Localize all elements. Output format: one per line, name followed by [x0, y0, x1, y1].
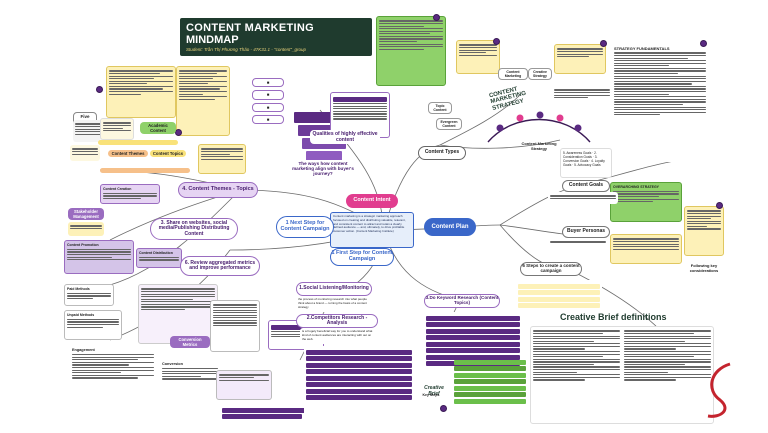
- strategy-arc-svg: [487, 111, 591, 143]
- pin-icon: [440, 405, 447, 412]
- conversion-box: Conversion: [160, 360, 220, 400]
- creative-strategy-node[interactable]: Creative Strategy: [528, 68, 552, 80]
- qualities-node[interactable]: Qualities of highly effective content: [310, 130, 380, 144]
- next-step-node[interactable]: 1 Next Step for Content Campaign: [276, 216, 334, 238]
- bottom-purple-bars: [220, 404, 320, 422]
- metrics-table: [210, 300, 260, 352]
- academic-content-label: Academic Content: [140, 122, 176, 134]
- buyer-personas-desc: [548, 238, 608, 246]
- ideas-note: [100, 118, 134, 140]
- pin-icon: [600, 40, 607, 47]
- creative-brief-label: Creative Brief: [424, 385, 444, 397]
- metrics-chart: [216, 370, 272, 400]
- content-goals-desc: [548, 192, 618, 204]
- sub-goals-list: 5. Awareness Goals · 2. Consideration Go…: [560, 148, 612, 178]
- social-listening-node[interactable]: 1.Social Listening/Monitoring: [296, 282, 372, 296]
- key-steps-label: Key Steps: [422, 393, 440, 397]
- pin-icon: [433, 14, 440, 21]
- content-distribution-title: Content Distribution: [139, 251, 173, 255]
- overarching-title: OVERARCHING STRATEGY: [613, 185, 660, 189]
- five-ws-list: [73, 120, 103, 142]
- page-title-line2: MINDMAP: [186, 34, 239, 46]
- themes-yellow-bar: [98, 140, 178, 145]
- content-creation-title: Content Creation: [103, 187, 132, 191]
- first-step-node[interactable]: 1 First Step for Content Campaign: [330, 248, 394, 266]
- strategy-fundamentals-title: STRATEGY FUNDAMENTALS: [614, 46, 670, 51]
- pin-icon: [175, 129, 182, 136]
- pin-icon: [700, 40, 707, 47]
- paid-methods-title: Paid Methods: [67, 287, 90, 291]
- content-plan-node[interactable]: Content Plan: [424, 218, 476, 236]
- strategy-sub-node[interactable]: Content Marketing Strategy: [521, 141, 557, 151]
- header-banner: CONTENT MARKETING MINDMAP Student: Trần …: [180, 18, 372, 56]
- pin-icon: [493, 38, 500, 45]
- themes-orange-bar: [100, 168, 190, 173]
- engagement-title: Engagement: [72, 348, 95, 352]
- evergreen-node[interactable]: Evergreen Content: [436, 118, 462, 130]
- six-steps-node[interactable]: 6 Steps to create a content campaign: [520, 262, 582, 276]
- content-types-node[interactable]: Content Types: [418, 146, 466, 160]
- topic-note: [176, 66, 230, 136]
- content-marketing-node[interactable]: Content Marketing: [498, 68, 528, 80]
- pin-icon: [96, 86, 103, 93]
- left-small-note: [70, 145, 100, 161]
- imaginary-characters-note: [684, 206, 724, 256]
- paid-methods-box: Paid Methods: [64, 284, 114, 306]
- overarching-panel: OVERARCHING STRATEGY: [610, 182, 682, 222]
- strategy-arc: [484, 108, 594, 148]
- creative-brief-definitions-title: Creative Brief definitions: [560, 312, 667, 322]
- content-promotion-box: Content Promotion: [64, 240, 134, 274]
- share-distribute-node[interactable]: 3. Share on websites, social media/Publi…: [150, 218, 238, 240]
- content-promotion-title: Content Promotion: [67, 243, 99, 247]
- topic-content-node[interactable]: Topic Content: [428, 102, 452, 114]
- buyer-journey-node[interactable]: The ways how content marketing align wit…: [288, 160, 358, 177]
- engagement-box: Engagement: [70, 346, 156, 406]
- strategy-fundamentals-panel: STRATEGY FUNDAMENTALS: [612, 44, 708, 162]
- ribbon-svg: [707, 362, 731, 418]
- themes-notes: [198, 144, 246, 174]
- content-goals-node[interactable]: Content Goals: [562, 180, 610, 192]
- creative-process-note: [106, 66, 176, 118]
- following-key-node[interactable]: Following key considerations: [689, 263, 719, 273]
- set-messaging-note: [554, 44, 606, 74]
- six-steps-list: [516, 280, 602, 310]
- keyword-research-node[interactable]: 3.Do Keyword Research (Content Topics): [424, 294, 500, 308]
- content-intent-node[interactable]: Content Intent: [346, 194, 398, 208]
- conversion-area: [138, 284, 218, 344]
- red-ribbon-decoration: [700, 360, 740, 420]
- social-listening-desc: the process of monitoring research into …: [296, 296, 374, 312]
- content-themes-topics-node[interactable]: 4. Content Themes - Topics: [178, 182, 258, 198]
- buyer-personas-node[interactable]: Buyer Personas: [562, 226, 610, 238]
- content-distribution-box: Content Distribution: [136, 248, 182, 268]
- student-credit: Student: Trần Thị Phương Thảo - 47K31.1 …: [186, 47, 307, 52]
- creative-brief-steps: [452, 356, 528, 416]
- page-title: CONTENT MARKETING: [186, 22, 314, 34]
- what-content-box: [456, 40, 500, 74]
- content-types-mini: ■ ■ ■ ■: [250, 76, 286, 136]
- content-themes-label: Content Themes: [108, 150, 148, 157]
- definition-box: Content marketing is a strategic marketi…: [330, 212, 414, 248]
- stakeholder-label: Stakeholder Management: [68, 208, 104, 220]
- creative-brief-definitions-panel: [530, 326, 714, 424]
- conversion-metrics-label: Conversion Metrics: [170, 336, 210, 348]
- unpaid-methods-box: Unpaid Methods: [64, 310, 122, 340]
- review-metrics-node[interactable]: 6. Review aggregated metrics and improve…: [180, 256, 260, 276]
- unpaid-methods-title: Unpaid Methods: [67, 313, 95, 317]
- persona-cards: [610, 234, 682, 264]
- content-creation-box: Content Creation: [100, 184, 160, 204]
- pin-icon: [716, 202, 723, 209]
- stakeholder-note: [68, 222, 104, 236]
- content-topics-label: Content Topics: [150, 150, 186, 157]
- strategy-description: [552, 86, 612, 108]
- competitors-node[interactable]: 2.Competitors Research - Analysis: [296, 314, 378, 328]
- elevating-box: [376, 16, 446, 86]
- conversion-title: Conversion: [162, 362, 183, 366]
- competitors-desc: is a hugely beneficial way for you to un…: [300, 328, 376, 344]
- competitors-list: [304, 346, 414, 418]
